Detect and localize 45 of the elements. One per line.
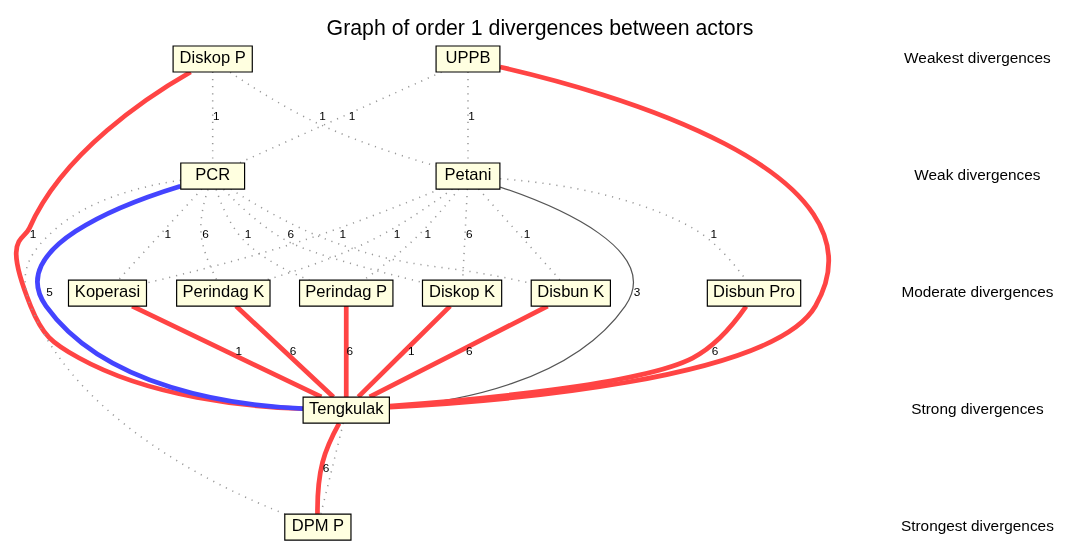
connector (356, 304, 452, 399)
legend-label: Weak divergences (914, 166, 1041, 184)
edge-label: 1 (244, 226, 252, 241)
node-box: Koperasi (67, 279, 148, 307)
edge-label: 6 (287, 226, 294, 241)
node-box: Petani (435, 162, 501, 190)
edge-label: 1 (29, 226, 37, 241)
edge-label: 6 (322, 460, 330, 475)
node-box: UPPB (435, 45, 501, 73)
node-box: Perindag P (298, 279, 394, 307)
edge-label: 6 (711, 343, 719, 358)
connector (35, 183, 304, 411)
edge-label: 3 (633, 285, 641, 299)
edge-label: 6 (289, 343, 297, 358)
edge-label: 1 (468, 109, 475, 124)
edge-label: 1 (319, 109, 326, 124)
node-box: Diskop K (421, 279, 503, 307)
edge-label: 1 (212, 109, 220, 124)
edge-label: 1 (348, 109, 356, 124)
node-box: Diskop P (172, 45, 253, 73)
node-box: PCR (180, 162, 246, 190)
legend-label: Moderate divergences (901, 283, 1054, 301)
edge-label: 1 (164, 226, 172, 241)
edge-label: 1 (424, 226, 432, 241)
edge-label: 1 (235, 343, 242, 358)
edge-label: 1 (407, 343, 415, 358)
edge-label: 5 (46, 285, 53, 299)
edge-label: 1 (393, 226, 401, 241)
connector (234, 304, 336, 399)
edge-label: 6 (465, 226, 473, 241)
connector (343, 306, 349, 397)
node-box: Tengkulak (302, 396, 390, 424)
legend-label: Strongest divergences (900, 517, 1054, 535)
legend-label: Weakest divergences (904, 49, 1051, 67)
edge-label: 1 (710, 226, 718, 241)
edge-label: 1 (339, 226, 346, 241)
edge-label: 1 (523, 226, 531, 241)
edge-label: 6 (202, 226, 209, 241)
node-box: Disbun K (530, 279, 611, 307)
node-box: Perindag K (176, 279, 271, 307)
legend-label: Strong divergences (911, 400, 1044, 418)
connector (389, 64, 830, 410)
node-box: DPM P (284, 513, 352, 541)
node-box: Disbun Pro (706, 279, 802, 307)
diagram-title: Graph of order 1 divergences between actors (326, 15, 754, 40)
